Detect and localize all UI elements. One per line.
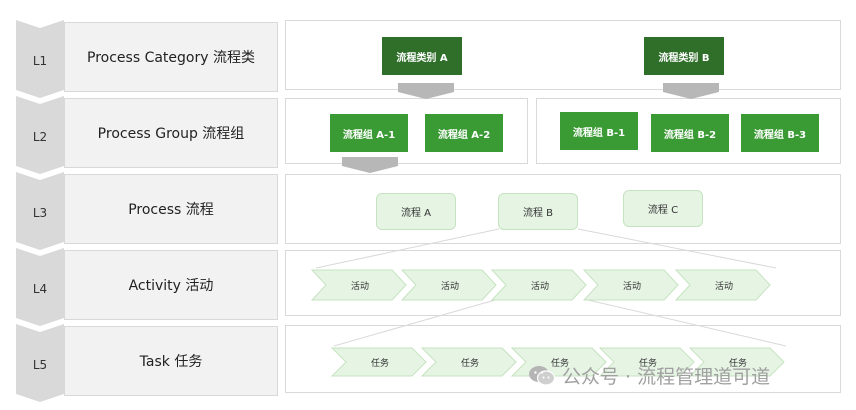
svg-text:任务: 任务 — [551, 357, 569, 369]
task-chevron-1: 任务 — [330, 347, 427, 377]
svg-text:任务: 任务 — [371, 357, 389, 369]
task-chevron-2: 任务 — [420, 347, 517, 377]
process-box-a: 流程 A — [376, 193, 456, 230]
svg-text:活动: 活动 — [715, 280, 733, 292]
level-label-l2: Process Group 流程组 — [64, 98, 278, 168]
level-chevron-l1 — [16, 20, 64, 98]
panel-l1 — [285, 20, 841, 90]
level-code-l4: L4 — [32, 282, 48, 296]
level-chevron-l5 — [16, 324, 64, 402]
level-chevron-l2 — [16, 96, 64, 174]
level-label-l5: Task 任务 — [64, 326, 278, 396]
group-box-b2: 流程组 B-2 — [651, 114, 729, 152]
svg-text:活动: 活动 — [441, 280, 459, 292]
category-box-b: 流程类别 B — [644, 37, 724, 75]
activity-chevron-row: 活动 活动 活动 活动 活动 — [310, 269, 771, 301]
level-code-l1: L1 — [32, 54, 48, 68]
level-code-l5: L5 — [32, 358, 48, 372]
group-box-b3: 流程组 B-3 — [741, 114, 819, 152]
svg-text:任务: 任务 — [729, 357, 747, 369]
level-chevron-strip — [16, 20, 64, 402]
svg-text:活动: 活动 — [623, 280, 641, 292]
svg-text:任务: 任务 — [639, 357, 657, 369]
activity-chevron-3: 活动 — [490, 269, 587, 301]
level-chevron-l3 — [16, 172, 64, 250]
grey-arrow-l1-a — [398, 83, 454, 99]
activity-chevron-2: 活动 — [400, 269, 497, 301]
task-chevron-4: 任务 — [598, 347, 695, 377]
category-box-a: 流程类别 A — [382, 37, 462, 75]
grey-arrow-l1-b — [663, 83, 719, 99]
guide-line-l4-right — [587, 299, 787, 347]
level-label-l1: Process Category 流程类 — [64, 22, 278, 92]
process-box-c: 流程 C — [623, 190, 703, 227]
task-chevron-row: 任务 任务 任务 任务 任务 — [330, 347, 785, 377]
process-box-b: 流程 B — [498, 193, 578, 230]
level-label-l3: Process 流程 — [64, 174, 278, 244]
level-code-l2: L2 — [32, 130, 48, 144]
guide-line-l3-right — [577, 228, 777, 269]
level-label-l4: Activity 活动 — [64, 250, 278, 320]
group-box-a1: 流程组 A-1 — [330, 114, 408, 152]
group-box-a2: 流程组 A-2 — [425, 114, 503, 152]
grey-arrow-l2-a1 — [342, 157, 398, 173]
wechat-icon — [529, 365, 556, 386]
task-chevron-5: 任务 — [688, 347, 785, 377]
guide-line-l3-left — [315, 228, 500, 269]
level-chevron-l4 — [16, 248, 64, 326]
level-code-l3: L3 — [32, 206, 48, 220]
svg-text:任务: 任务 — [461, 357, 479, 369]
activity-chevron-1: 活动 — [310, 269, 407, 301]
group-box-b1: 流程组 B-1 — [560, 112, 638, 150]
guide-line-l4-left — [333, 299, 496, 347]
activity-chevron-4: 活动 — [582, 269, 679, 301]
svg-text:活动: 活动 — [351, 280, 369, 292]
watermark-text: 公众号 · 流程管理道可道 — [562, 366, 771, 388]
watermark: 公众号 · 流程管理道可道 — [528, 362, 770, 389]
activity-chevron-5: 活动 — [674, 269, 771, 301]
svg-text:活动: 活动 — [531, 280, 549, 292]
